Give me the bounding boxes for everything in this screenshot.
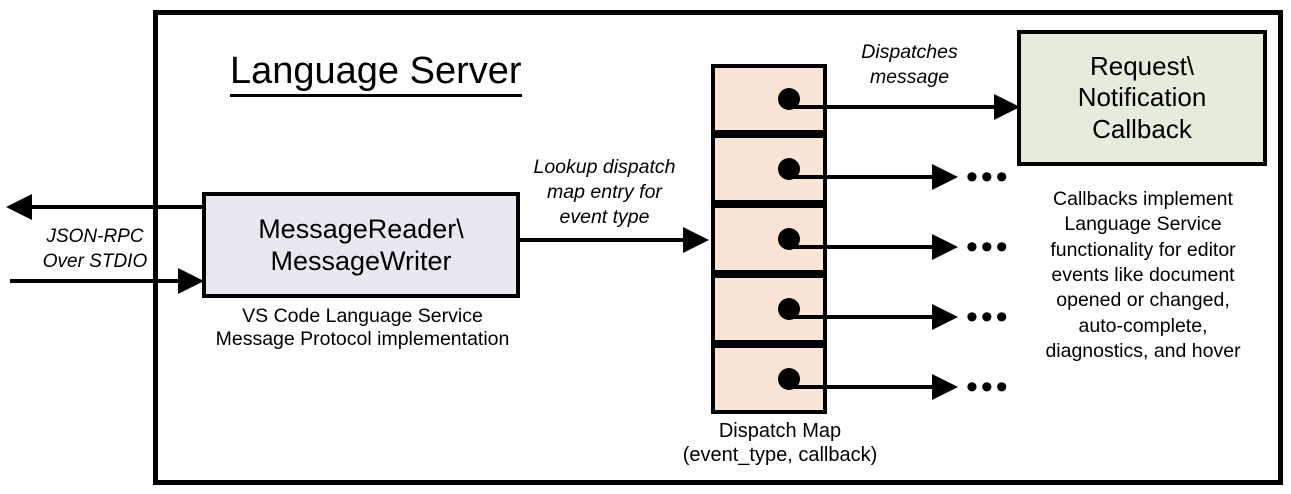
lookup-line — [520, 238, 685, 242]
message-reader-writer-label: MessageReader\ MessageWriter — [258, 213, 464, 276]
dispatch-row4-line — [789, 315, 939, 319]
dispatch-row3-line — [789, 245, 939, 249]
dispatch-row5-arrowhead — [932, 374, 958, 400]
lookup-edge-label: Lookup dispatch map entry for event type — [533, 156, 676, 228]
stdio-out-line — [30, 205, 205, 209]
dispatch-row4-ellipsis: ••• — [966, 298, 1011, 336]
dispatch-row5-ellipsis: ••• — [966, 368, 1011, 406]
dispatch-row5-line — [789, 385, 939, 389]
dispatch-row1-line — [789, 105, 1001, 109]
entry-dot — [778, 158, 800, 180]
table-row[interactable] — [711, 204, 827, 274]
dispatch-row1-arrowhead — [994, 94, 1020, 120]
entry-dot — [778, 228, 800, 250]
request-notification-callback-box[interactable]: Request\ Notification Callback — [1017, 30, 1267, 166]
entry-dot — [778, 298, 800, 320]
language-server-boundary — [153, 10, 1283, 485]
table-row[interactable] — [711, 274, 827, 344]
table-row[interactable] — [711, 64, 827, 134]
dispatches-edge-label: Dispatches message — [861, 41, 958, 88]
dispatch-row2-arrowhead — [932, 164, 958, 190]
page-title-text: Language Server — [230, 50, 522, 97]
page-title: Language Server — [230, 50, 590, 97]
message-reader-writer-box[interactable]: MessageReader\ MessageWriter — [202, 192, 520, 298]
dispatch-row2-ellipsis: ••• — [966, 158, 1011, 196]
dispatch-map-table[interactable] — [711, 64, 827, 414]
message-reader-writer-caption: VS Code Language Service Message Protoco… — [215, 305, 510, 350]
request-notification-callback-label: Request\ Notification Callback — [1077, 51, 1207, 144]
entry-dot — [778, 88, 800, 110]
stdio-in-line — [10, 279, 182, 283]
dispatch-row2-line — [789, 175, 939, 179]
stdio-out-arrowhead — [6, 194, 32, 220]
entry-dot — [778, 368, 800, 390]
lookup-arrowhead — [683, 227, 709, 253]
dispatch-row4-arrowhead — [932, 304, 958, 330]
stdio-channel-label: JSON-RPC Over STDIO — [42, 226, 148, 273]
dispatch-row3-ellipsis: ••• — [966, 228, 1011, 266]
callback-description: Callbacks implement Language Service fun… — [1045, 188, 1241, 363]
stdio-in-arrowhead — [178, 268, 204, 294]
table-row[interactable] — [711, 344, 827, 414]
table-row[interactable] — [711, 134, 827, 204]
dispatch-map-caption: Dispatch Map (event_type, callback) — [682, 420, 878, 466]
dispatch-row3-arrowhead — [932, 234, 958, 260]
